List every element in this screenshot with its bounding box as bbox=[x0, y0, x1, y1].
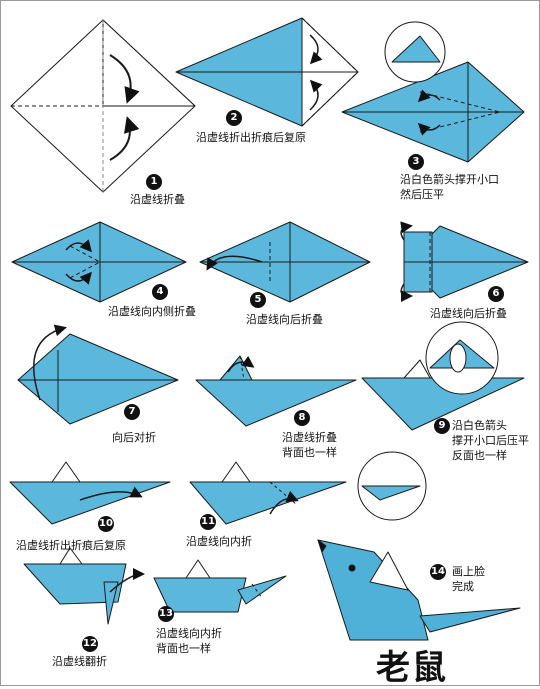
step-1-caption: 沿虚线折叠 bbox=[130, 193, 185, 206]
step-7-figure bbox=[17, 324, 179, 425]
step-2-badge: 2 bbox=[226, 110, 242, 126]
step-10-figure bbox=[9, 461, 171, 525]
step-13-figure bbox=[153, 559, 287, 613]
step-4-figure bbox=[11, 221, 187, 303]
step-1-badge: 1 bbox=[146, 174, 162, 190]
step-9-badge: 9 bbox=[434, 418, 450, 434]
step-7-badge: 7 bbox=[124, 404, 140, 420]
step-1-figure bbox=[10, 19, 196, 193]
step-8-figure bbox=[195, 355, 357, 427]
step-9-caption: 沿白色箭头 撑开小口后压平 反面也一样 bbox=[452, 419, 529, 462]
step-3-caption: 沿白色箭头撑开小口 然后压平 bbox=[400, 173, 499, 201]
step-2-caption: 沿虚线折出折痕后复原 bbox=[196, 131, 306, 144]
step-5-caption: 沿虚线向后折叠 bbox=[246, 313, 323, 326]
step-4-badge: 4 bbox=[152, 284, 168, 300]
step-11-figure bbox=[189, 451, 427, 525]
step-14-caption: 画上脸 完成 bbox=[452, 565, 485, 593]
diagram-title: 老鼠 bbox=[376, 648, 448, 688]
step-9-figure bbox=[361, 321, 525, 431]
step-11-caption: 沿虚线向内折 bbox=[186, 535, 252, 548]
step-2-figure bbox=[175, 17, 359, 127]
step-12-caption: 沿虚线翻折 bbox=[52, 655, 107, 668]
step-5-figure bbox=[199, 221, 371, 303]
step-10-caption: 沿虚线折出折痕后复原 bbox=[16, 539, 126, 552]
step-6-figure bbox=[400, 221, 529, 302]
step-13-badge: 13 bbox=[158, 606, 174, 622]
step-4-caption: 沿虚线向内侧折叠 bbox=[108, 305, 196, 318]
step-8-caption: 沿虚线折叠 背面也一样 bbox=[282, 431, 337, 459]
step-14-mouse bbox=[317, 539, 521, 641]
step-12-badge: 12 bbox=[82, 636, 98, 652]
step-5-badge: 5 bbox=[250, 292, 266, 308]
step-6-caption: 沿虚线向后折叠 bbox=[430, 307, 507, 320]
step-13-caption: 沿虚线向内折 背面也一样 bbox=[156, 627, 222, 655]
step-11-badge: 11 bbox=[200, 514, 216, 530]
step-8-badge: 8 bbox=[294, 410, 310, 426]
step-10-badge: 10 bbox=[98, 516, 114, 532]
step-6-badge: 6 bbox=[488, 286, 504, 302]
step-12-figure bbox=[23, 547, 145, 625]
step-3-figure bbox=[341, 21, 525, 163]
step-3-badge: 3 bbox=[408, 154, 424, 170]
step-14-badge: 14 bbox=[430, 564, 446, 580]
step-7-caption: 向后对折 bbox=[112, 431, 156, 444]
